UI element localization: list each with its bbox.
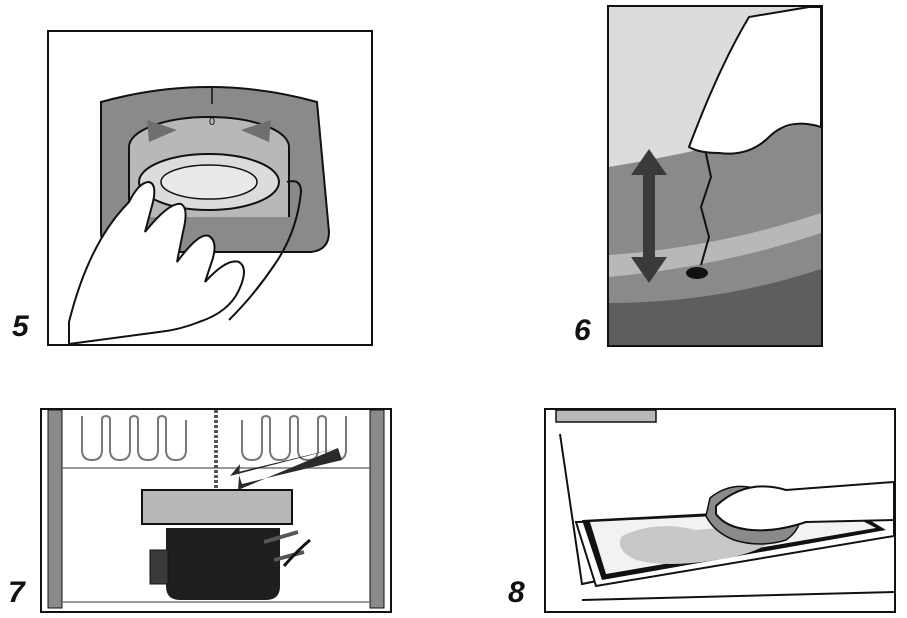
step-6-panel bbox=[607, 5, 823, 347]
hand-icon bbox=[715, 480, 894, 532]
drain-hole-illustration bbox=[609, 7, 821, 345]
cleaning-tool-icon bbox=[699, 148, 713, 266]
step-8-panel bbox=[544, 408, 896, 613]
step-number-5: 5 bbox=[12, 310, 29, 343]
drip-tray bbox=[141, 489, 293, 525]
up-down-arrow-icon bbox=[631, 149, 667, 283]
hand-icon bbox=[687, 7, 821, 155]
compressor-illustration bbox=[47, 410, 385, 609]
wiping-illustration bbox=[555, 410, 894, 601]
hand-icon bbox=[68, 180, 245, 344]
step-number-8: 8 bbox=[508, 576, 525, 609]
thermostat-dial-illustration bbox=[68, 86, 331, 344]
rotate-arrow-icon bbox=[147, 120, 177, 142]
drain-hole-icon bbox=[686, 267, 708, 279]
step-number-6: 6 bbox=[574, 314, 591, 347]
step-7-panel bbox=[40, 408, 392, 613]
step-number-7: 7 bbox=[8, 576, 25, 609]
compressor bbox=[166, 528, 280, 600]
step-5-panel: 0 bbox=[47, 30, 373, 346]
pointer-arrow-icon bbox=[230, 448, 342, 490]
rotate-arrow-icon bbox=[241, 120, 271, 142]
dial-zero-mark: 0 bbox=[209, 116, 216, 128]
